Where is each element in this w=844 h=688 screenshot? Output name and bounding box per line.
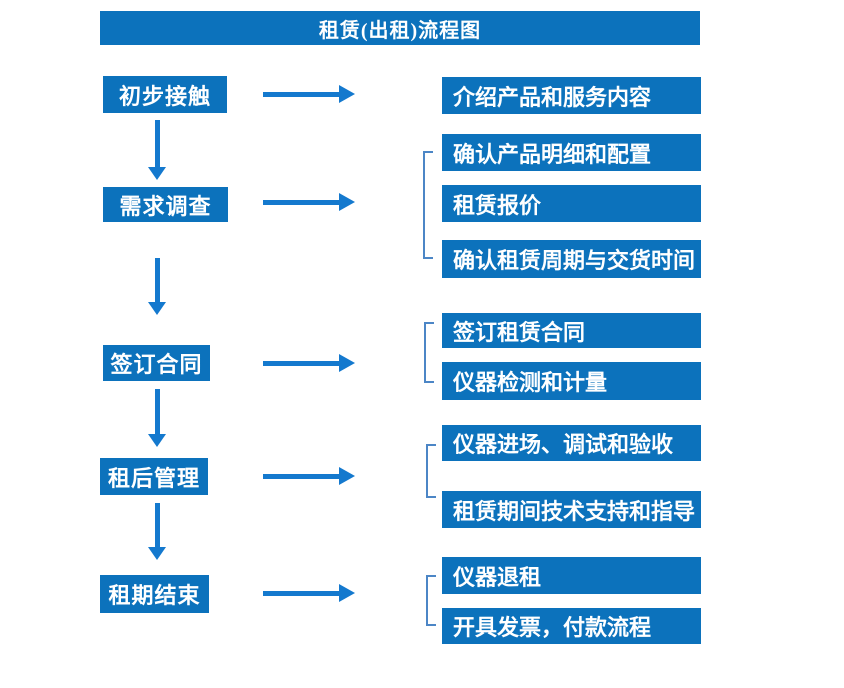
title-bar: 租赁(出租)流程图 — [100, 11, 700, 45]
right-arrow-icon-2 — [263, 192, 355, 212]
arrow-head — [339, 584, 355, 602]
right-arrow-icon-1 — [263, 84, 355, 104]
detail-label: 签订租赁合同 — [453, 319, 586, 345]
detail-box-instrument-return: 仪器退租 — [442, 557, 701, 594]
detail-label: 仪器检测和计量 — [453, 370, 608, 395]
detail-label: 确认产品明细和配置 — [453, 141, 652, 167]
arrow-shaft — [154, 120, 160, 168]
arrow-head — [339, 467, 355, 485]
arrow-shaft — [263, 91, 341, 97]
step-box-rental-end: 租期结束 — [100, 575, 209, 613]
bracket-rental-end-group — [426, 575, 436, 626]
bracket-sign-contract-group — [424, 322, 434, 383]
step-label: 租后管理 — [107, 465, 200, 491]
down-arrow-icon-2 — [148, 258, 166, 315]
step-box-post-rental-management: 租后管理 — [100, 458, 208, 495]
arrow-shaft — [154, 503, 160, 548]
detail-box-instrument-testing: 仪器检测和计量 — [442, 362, 701, 400]
detail-label: 仪器进场、调试和验收 — [453, 432, 674, 457]
arrow-shaft — [154, 389, 160, 435]
arrow-shaft — [263, 360, 341, 366]
step-box-sign-contract: 签订合同 — [103, 345, 210, 381]
detail-box-introduce-products: 介绍产品和服务内容 — [442, 77, 701, 114]
bracket-demand-survey-group — [423, 151, 433, 259]
right-arrow-icon-5 — [263, 583, 355, 603]
step-label: 租期结束 — [108, 583, 201, 608]
arrow-shaft — [263, 199, 341, 205]
detail-box-confirm-product-config: 确认产品明细和配置 — [442, 134, 701, 171]
step-box-demand-survey: 需求调查 — [103, 187, 228, 222]
detail-label: 仪器退租 — [453, 564, 542, 590]
arrow-shaft — [263, 473, 341, 479]
arrow-head — [339, 85, 355, 103]
step-label: 初步接触 — [118, 83, 211, 109]
detail-box-tech-support: 租赁期间技术支持和指导 — [442, 491, 701, 528]
detail-label: 开具发票，付款流程 — [453, 615, 652, 640]
down-arrow-icon-3 — [148, 389, 166, 447]
step-box-initial-contact: 初步接触 — [103, 76, 227, 113]
right-arrow-icon-4 — [263, 466, 355, 486]
right-arrow-icon-3 — [263, 353, 355, 373]
detail-label: 确认租赁周期与交货时间 — [453, 248, 696, 273]
arrow-shaft — [263, 590, 341, 596]
step-label: 需求调查 — [119, 193, 212, 219]
arrow-head — [339, 354, 355, 372]
detail-label: 介绍产品和服务内容 — [453, 84, 652, 110]
arrow-head — [148, 434, 166, 447]
detail-box-instrument-setup-acceptance: 仪器进场、调试和验收 — [442, 425, 701, 461]
page-title: 租赁(出租)流程图 — [318, 19, 482, 42]
down-arrow-icon-4 — [148, 503, 166, 560]
detail-box-invoice-payment: 开具发票，付款流程 — [442, 608, 701, 644]
step-label: 签订合同 — [110, 352, 203, 377]
bracket-post-rental-group — [426, 444, 436, 498]
detail-box-confirm-period-delivery: 确认租赁周期与交货时间 — [442, 240, 701, 278]
arrow-head — [148, 302, 166, 315]
arrow-shaft — [154, 258, 160, 303]
down-arrow-icon-1 — [148, 120, 166, 180]
detail-label: 租赁期间技术支持和指导 — [453, 498, 696, 524]
arrow-head — [148, 167, 166, 180]
detail-box-sign-rental-contract: 签订租赁合同 — [442, 313, 701, 348]
detail-label: 租赁报价 — [453, 192, 542, 218]
detail-box-rental-quotation: 租赁报价 — [442, 185, 701, 222]
arrow-head — [148, 547, 166, 560]
arrow-head — [339, 193, 355, 211]
